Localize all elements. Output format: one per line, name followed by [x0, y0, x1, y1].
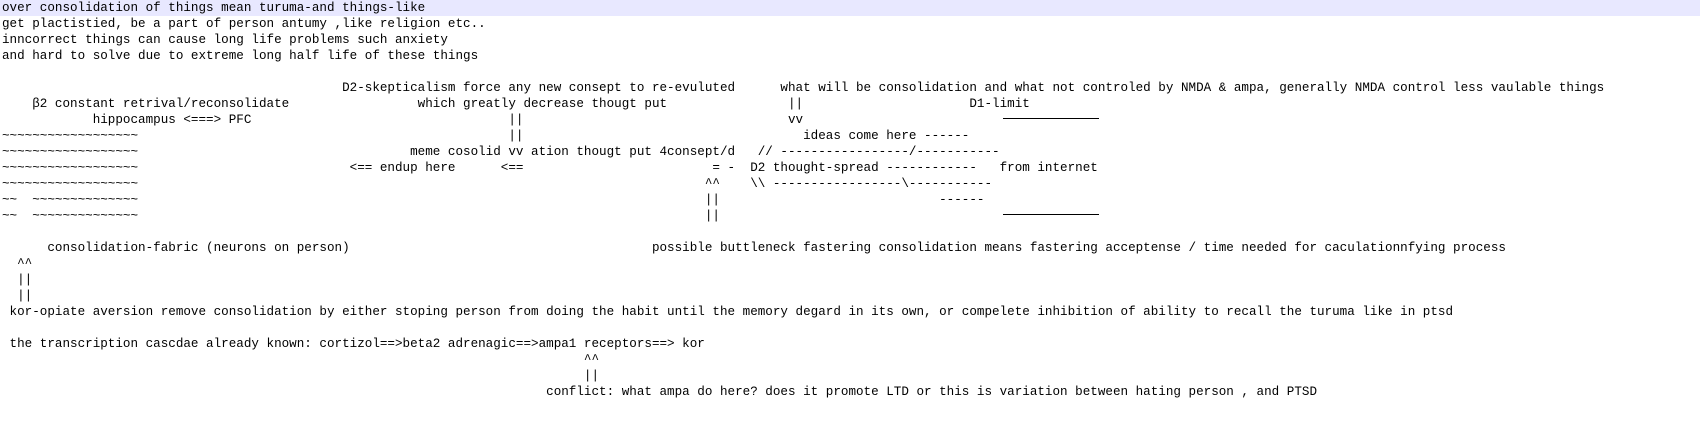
text-line-25[interactable]: conflict: what ampa do here? does it pro…	[2, 385, 1318, 399]
d1-limit-upper-bar	[1003, 118, 1099, 119]
text-line-13[interactable]: ~~ ~~~~~~~~~~~~~~ || ------	[2, 193, 985, 207]
text-line-16[interactable]: consolidation-fabric (neurons on person)…	[2, 241, 1506, 255]
text-line-11[interactable]: ~~~~~~~~~~~~~~~~~~ <== endup here <== = …	[2, 161, 1098, 175]
text-line-24[interactable]: ||	[2, 369, 600, 383]
text-line-9[interactable]: ~~~~~~~~~~~~~~~~~~ || ideas come here --…	[2, 129, 970, 143]
d1-limit-lower-bar	[1003, 214, 1099, 215]
text-line-10[interactable]: ~~~~~~~~~~~~~~~~~~ meme cosolid vv ation…	[2, 145, 1000, 159]
text-line-18[interactable]: ||	[2, 273, 33, 287]
text-line-2[interactable]: get plactistied, be a part of person ant…	[2, 17, 486, 31]
text-line-23[interactable]: ^^	[2, 353, 600, 367]
text-line-1[interactable]: over consolidation of things mean turuma…	[0, 0, 1700, 16]
text-line-22[interactable]: the transcription cascdae already known:…	[2, 337, 705, 351]
text-line-14[interactable]: ~~ ~~~~~~~~~~~~~~ ||	[2, 209, 720, 223]
text-line-8[interactable]: hippocampus <===> PFC || vv	[2, 113, 804, 127]
text-line-3[interactable]: inncorrect things can cause long life pr…	[2, 33, 448, 47]
text-line-12[interactable]: ~~~~~~~~~~~~~~~~~~ ^^ \\ ---------------…	[2, 177, 993, 191]
text-line-7[interactable]: β2 constant retrival/reconsolidate which…	[2, 97, 1030, 111]
text-line-17[interactable]: ^^	[2, 257, 33, 271]
text-line-19[interactable]: ||	[2, 289, 33, 303]
text-line-4[interactable]: and hard to solve due to extreme long ha…	[2, 49, 479, 63]
text-line-20[interactable]: kor-opiate aversion remove consolidation…	[2, 305, 1454, 319]
text-line-6[interactable]: D2-skepticalism force any new consept to…	[2, 81, 1605, 95]
